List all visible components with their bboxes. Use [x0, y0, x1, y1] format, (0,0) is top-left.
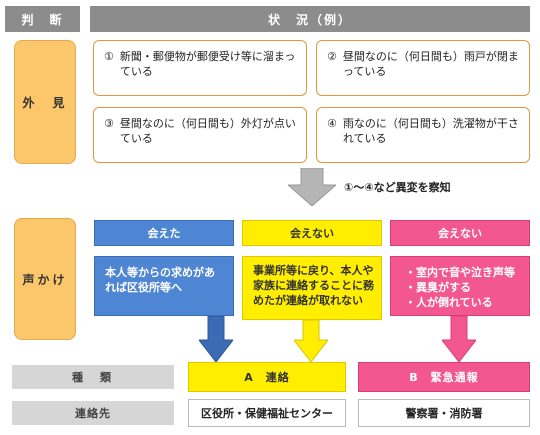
down-arrow-icon [288, 168, 336, 206]
type-a-contact: A 連絡 [188, 362, 346, 392]
not-met-detail-box-pink: ・室内で音や泣き声等 ・異臭がする ・人が倒れている [390, 256, 530, 316]
not-met-detail-text-yellow: 事業所等に戻り、本人や家族に連絡することに務めたが連絡が取れない [253, 264, 374, 307]
condition-text: 昼間なのに（何日間も）外灯が点いている [119, 117, 296, 145]
call-out-label: 声かけ [14, 218, 76, 340]
condition-number: ② [327, 50, 337, 63]
condition-text: 新聞・郵便物が郵便受け等に溜まっている [119, 50, 296, 78]
blue-down-arrow-icon [199, 316, 233, 362]
contact-b: 警察署・消防署 [358, 399, 530, 427]
condition-box-4: ④ 雨なのに（何日間も）洗濯物が干されている [316, 107, 530, 163]
met-detail-box: 本人等からの求めがあれば区役所等へ [94, 256, 234, 316]
condition-number: ① [104, 50, 114, 63]
not-met-detail-box-yellow: 事業所等に戻り、本人や家族に連絡することに務めたが連絡が取れない [242, 256, 382, 320]
contact-label: 連絡先 [12, 401, 174, 425]
not-met-label-pink: 会えない [390, 220, 530, 246]
not-met-detail-text-pink: ・室内で音や泣き声等 ・異臭がする ・人が倒れている [405, 266, 515, 309]
header-situation: 状 況（例） [90, 6, 530, 32]
condition-box-3: ③ 昼間なのに（何日間も）外灯が点いている [93, 107, 307, 163]
condition-text: 雨なのに（何日間も）洗濯物が干されている [342, 117, 519, 145]
contact-a: 区役所・保健福祉センター [188, 399, 346, 427]
condition-box-2: ② 昼間なのに（何日間も）雨戸が閉まっている [316, 40, 530, 96]
yellow-down-arrow-icon [294, 320, 328, 362]
type-label: 種 類 [12, 365, 174, 389]
condition-number: ④ [327, 117, 337, 130]
type-b-emergency: B 緊急通報 [358, 362, 530, 392]
header-judgement: 判 断 [5, 6, 80, 32]
pink-down-arrow-icon [442, 316, 476, 362]
met-detail-text: 本人等からの求めがあれば区役所等へ [105, 266, 215, 294]
condition-text: 昼間なのに（何日間も）雨戸が閉まっている [342, 50, 519, 78]
met-label: 会えた [94, 220, 234, 246]
condition-number: ③ [104, 117, 114, 130]
condition-box-1: ① 新聞・郵便物が郵便受け等に溜まっている [93, 40, 307, 96]
not-met-label-yellow: 会えない [242, 220, 382, 246]
detect-note: ①～④など異変を察知 [344, 181, 451, 194]
appearance-label: 外 見 [14, 40, 76, 164]
